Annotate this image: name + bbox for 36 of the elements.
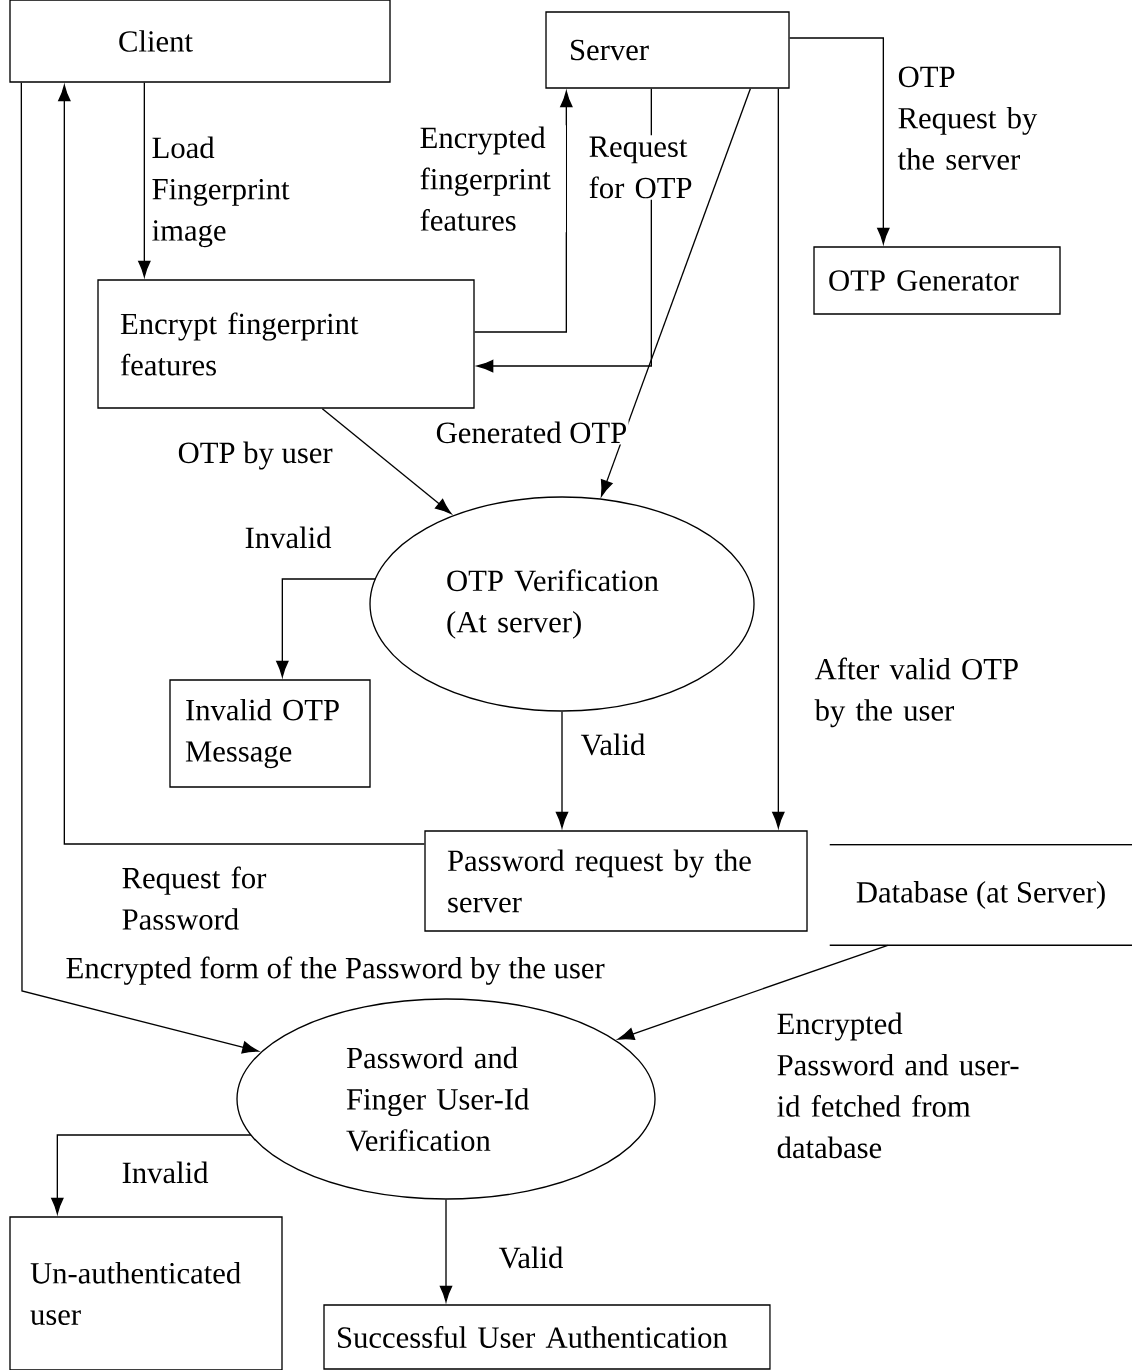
- arrow: [555, 711, 569, 829]
- arrow: [58, 84, 425, 845]
- data-store: Database (at Server): [829, 844, 1132, 946]
- arrow: [474, 90, 573, 333]
- process-box: Password request by the server: [424, 830, 808, 932]
- edge-label: Invalid: [120, 1160, 210, 1185]
- edge-label: OTP Request by the server: [896, 65, 1047, 172]
- edge-label: Load Fingerprint image: [150, 135, 303, 249]
- edge-label: OTP by user: [176, 440, 334, 471]
- edge-label: After valid OTP by the user: [813, 656, 1031, 729]
- process-box: Un-authenticated user: [9, 1216, 283, 1370]
- process-box: OTP Generator: [813, 246, 1061, 315]
- process-box: Server: [545, 11, 790, 89]
- edge-label: Encrypted fingerprint features: [418, 125, 566, 233]
- edge-label: Generated OTP: [434, 420, 629, 445]
- process-box: Invalid OTP Message: [169, 679, 371, 788]
- edge-label: Request for OTP: [587, 135, 694, 200]
- arrow: [20, 82, 259, 1054]
- edge-label: Encrypted Password and user-id fetched from database: [775, 1011, 1028, 1160]
- edge-label: Request for Password: [120, 865, 278, 932]
- edge-label: Valid: [579, 732, 647, 757]
- process-box: Successful User Authentication: [323, 1304, 771, 1370]
- edge-label: Valid: [497, 1245, 565, 1270]
- arrow: [789, 37, 890, 245]
- arrow: [617, 944, 889, 1040]
- arrow: [276, 578, 376, 678]
- arrow: [600, 88, 751, 497]
- arrow: [772, 88, 785, 829]
- edge-label: Invalid: [243, 525, 333, 550]
- arrow: [51, 1134, 252, 1215]
- arrow: [321, 408, 452, 515]
- arrow: [138, 82, 151, 278]
- arrow: [439, 1199, 453, 1303]
- process-box: Encrypt fingerprint features: [97, 279, 475, 409]
- process-box: Client: [9, 0, 391, 83]
- edge-label: Encrypted form of the Password by the user: [64, 955, 607, 987]
